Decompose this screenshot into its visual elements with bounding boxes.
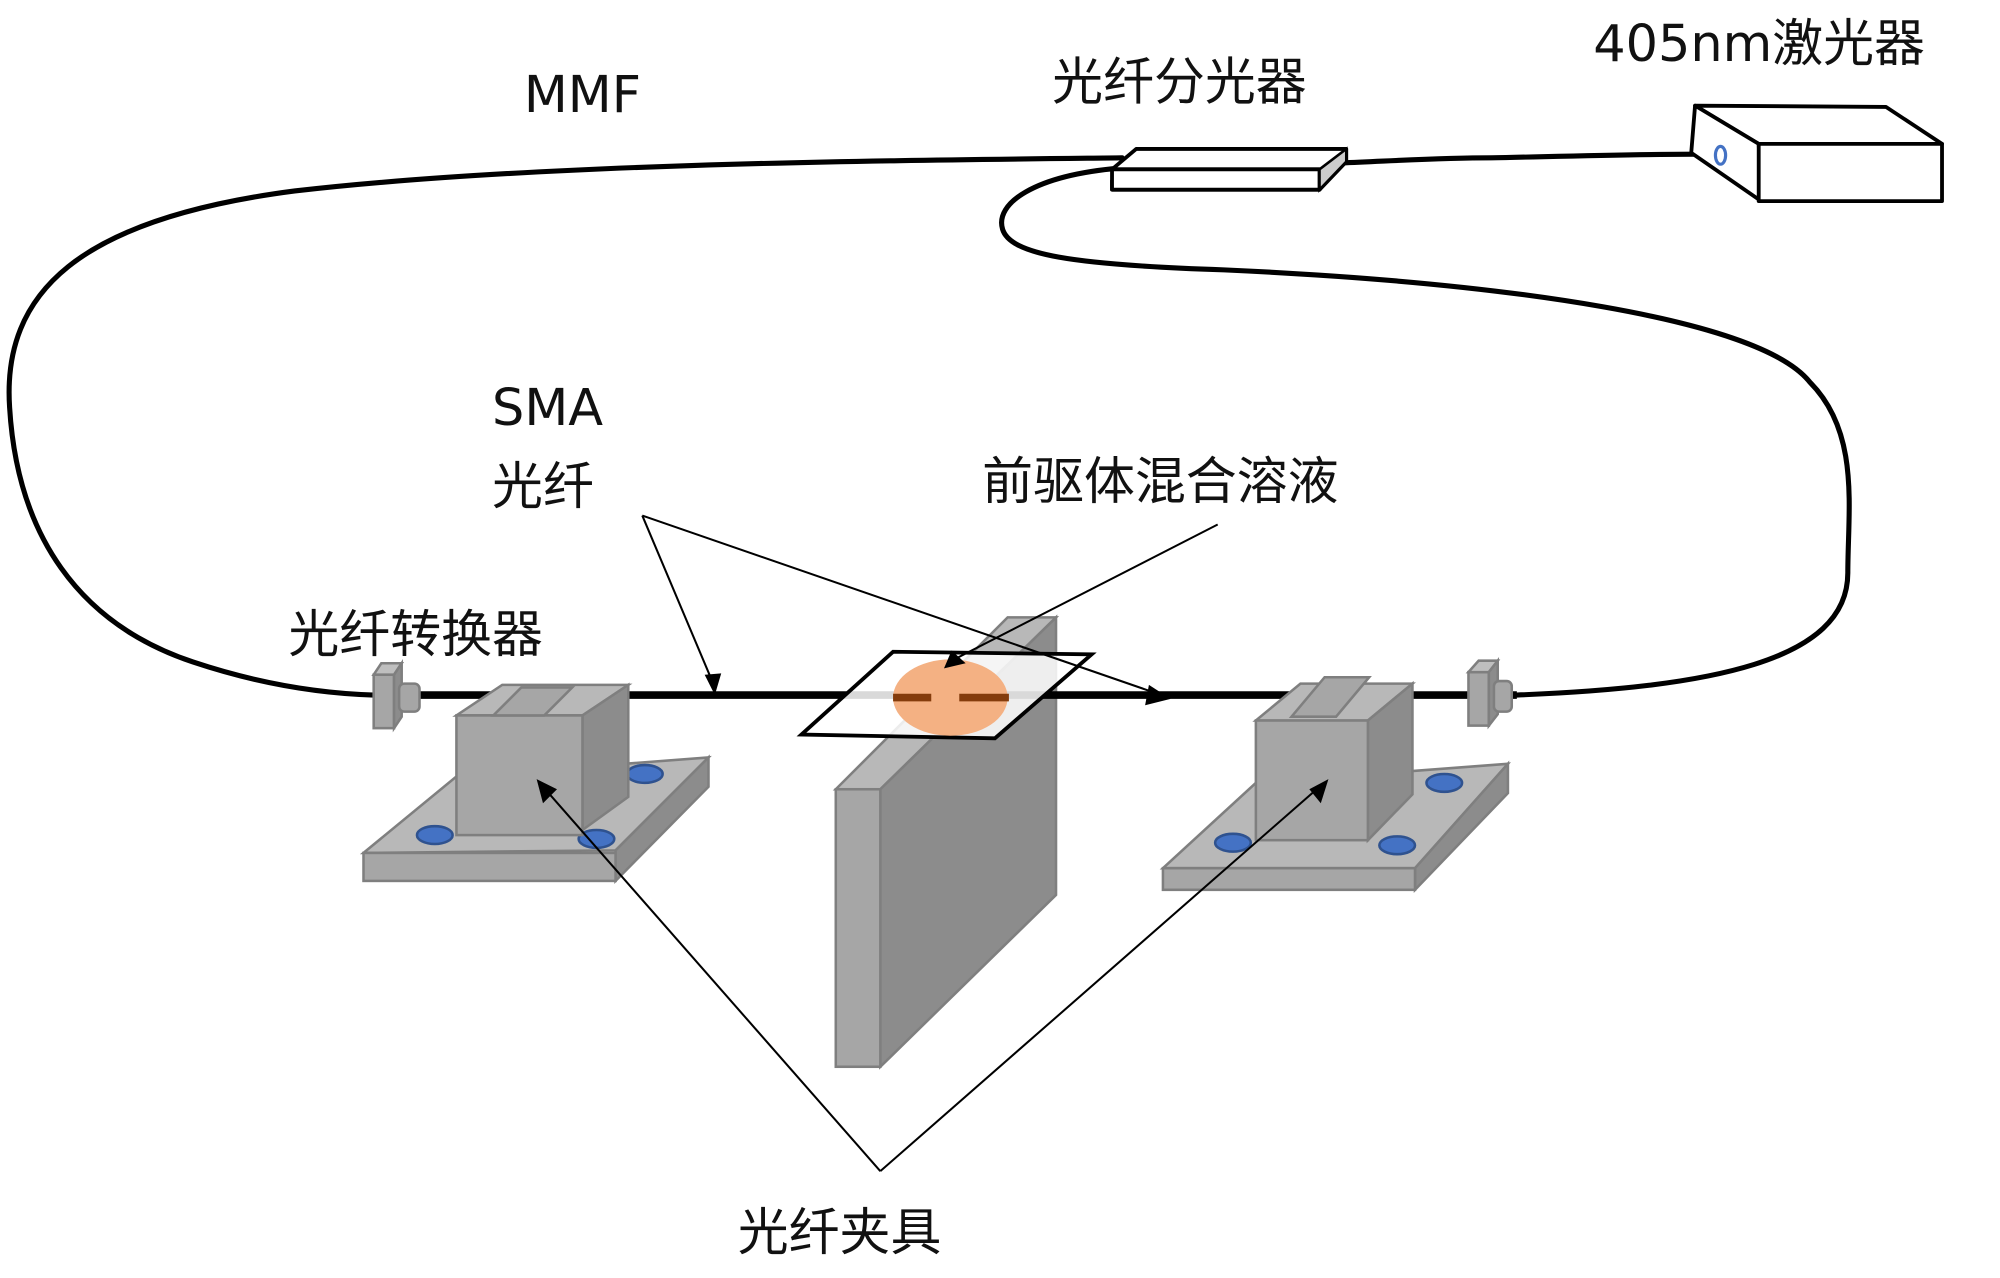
fiber-clamp-left — [359, 682, 712, 885]
fiber-converter-left — [371, 659, 421, 733]
arrowhead-icon — [536, 779, 557, 804]
label-clamp: 光纤夹具 — [738, 1204, 942, 1263]
label-laser: 405nm激光器 — [1593, 15, 1925, 74]
precursor-droplet — [893, 659, 1008, 736]
sma-pointers — [641, 514, 1171, 706]
laser-port-icon — [1713, 144, 1728, 166]
label-converter: 光纤转换器 — [288, 606, 543, 665]
clamp-pointers — [536, 779, 1329, 1172]
solution-pointer — [943, 523, 1219, 669]
fiber-converter-right — [1465, 656, 1514, 730]
laser-fiber — [1338, 151, 1721, 166]
arrowhead-icon — [1309, 779, 1329, 804]
label-sma-line1: SMA — [492, 379, 603, 438]
arrowhead-icon — [704, 673, 722, 696]
label-sma-line2: 光纤 — [492, 458, 594, 517]
arrowhead-icon — [943, 650, 966, 669]
laser-device — [1689, 103, 1944, 204]
arrowhead-icon — [1145, 684, 1171, 706]
fiber-clamp-right — [1159, 675, 1511, 893]
splitter-output-fiber — [999, 165, 1852, 698]
fiber-splitter — [1110, 146, 1349, 193]
mmf-fiber — [6, 155, 1125, 698]
label-solution: 前驱体混合溶液 — [982, 453, 1338, 512]
label-splitter: 光纤分光器 — [1052, 53, 1307, 112]
label-mmf: MMF — [524, 66, 641, 125]
